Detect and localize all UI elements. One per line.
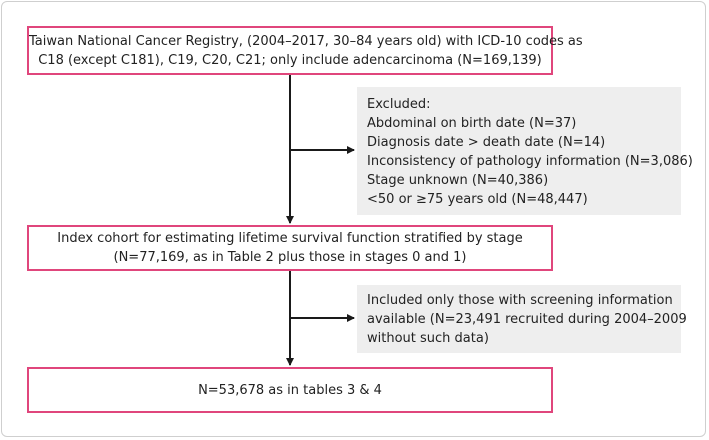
screening-info-box: Included only those with screening infor… — [357, 285, 687, 353]
excluded-title: Excluded: — [367, 97, 431, 112]
registry-line-1: Taiwan National Cancer Registry, (2004–2… — [29, 33, 583, 49]
registry-box: Taiwan National Cancer Registry, (2004–2… — [27, 26, 583, 75]
excluded-box: Excluded: Abdominal on birth date (N=37)… — [357, 87, 693, 215]
final-cohort-line: N=53,678 as in tables 3 & 4 — [198, 382, 382, 398]
screening-info-line: Included only those with screening infor… — [367, 293, 673, 308]
excluded-item: Abdominal on birth date (N=37) — [367, 116, 577, 131]
final-cohort-box: N=53,678 as in tables 3 & 4 — [27, 367, 553, 413]
index-cohort-line-1: Index cohort for estimating lifetime sur… — [57, 231, 523, 246]
excluded-item: <50 or ≥75 years old (N=48,447) — [367, 192, 588, 207]
index-cohort-line-2: (N=77,169, as in Table 2 plus those in s… — [113, 250, 467, 265]
registry-line-2: C18 (except C181), C19, C20, C21; only i… — [38, 52, 542, 68]
screening-info-line: available (N=23,491 recruited during 200… — [367, 312, 687, 327]
excluded-item: Stage unknown (N=40,386) — [367, 173, 549, 188]
screening-info-line: without such data) — [367, 331, 489, 346]
excluded-item: Diagnosis date > death date (N=14) — [367, 135, 606, 150]
excluded-item: Inconsistency of pathology information (… — [367, 154, 693, 169]
index-cohort-box: Index cohort for estimating lifetime sur… — [27, 225, 553, 271]
